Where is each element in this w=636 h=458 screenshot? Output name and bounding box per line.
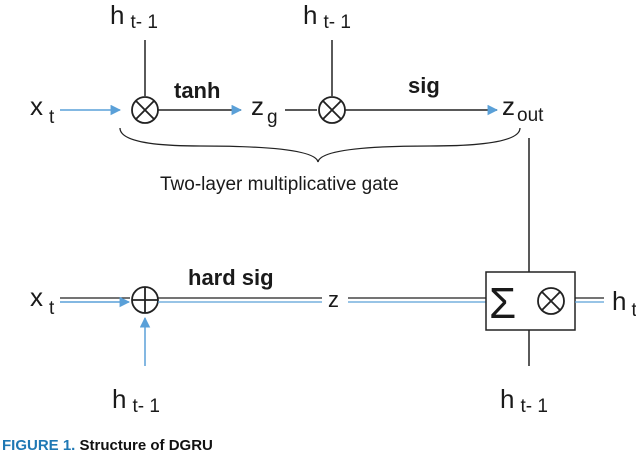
figure-caption: FIGURE 1. Structure of DGRU	[2, 437, 213, 454]
label-z: z	[328, 287, 339, 312]
label-tanh: tanh	[174, 78, 220, 103]
add-node	[131, 286, 159, 314]
multiply-node-1	[131, 96, 159, 124]
caption-text: Structure of DGRU	[79, 437, 213, 454]
label-sig: sig	[408, 73, 440, 98]
caption-label: FIGURE 1.	[2, 437, 76, 454]
multiply-node-2	[318, 96, 346, 124]
label-hard-sig: hard sig	[188, 265, 274, 290]
sum-symbol: Σ	[489, 279, 516, 328]
box-multiply-symbol	[537, 287, 565, 315]
two-layer-brace	[119, 127, 521, 163]
label-two-layer-gate: Two-layer multiplicative gate	[160, 174, 399, 195]
